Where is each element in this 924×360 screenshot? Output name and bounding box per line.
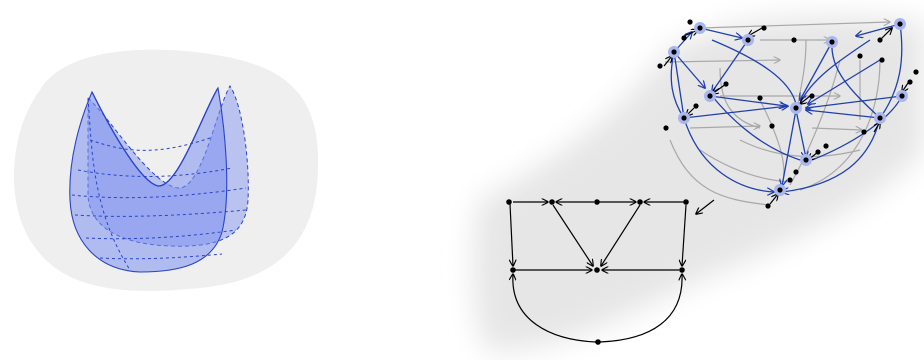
highlight-node — [742, 34, 754, 46]
lattice-node — [823, 143, 828, 148]
highlight-node — [694, 22, 706, 34]
lattice-node — [861, 129, 866, 134]
lattice-node — [657, 63, 662, 68]
lattice-node — [877, 37, 882, 42]
highlight-node — [668, 46, 680, 58]
lattice-node — [769, 123, 774, 128]
highlight-node — [800, 154, 812, 166]
highlight-node — [826, 36, 838, 48]
highlight-node — [874, 112, 886, 124]
lattice-node — [913, 69, 918, 74]
lattice-node — [723, 81, 728, 86]
lattice-node — [693, 103, 698, 108]
lattice-node — [879, 57, 884, 62]
highlight-node — [894, 18, 906, 30]
lattice-node — [761, 25, 766, 30]
lattice-node — [663, 125, 668, 130]
lattice-node — [791, 37, 796, 42]
highlight-node — [896, 90, 908, 102]
highlight-node — [774, 184, 786, 196]
graph-node — [594, 199, 600, 205]
highlight-node — [678, 112, 690, 124]
lattice-node — [681, 35, 686, 40]
lattice-node — [757, 95, 762, 100]
highlight-node — [704, 90, 716, 102]
lattice-node — [765, 203, 770, 208]
graph-node — [595, 339, 601, 345]
graph-node — [679, 267, 685, 273]
lattice-node — [815, 149, 820, 154]
lattice-node — [907, 79, 912, 84]
right-panel — [473, 16, 924, 352]
lattice-node — [787, 177, 792, 182]
graph-node — [510, 267, 516, 273]
lattice-node — [687, 19, 692, 24]
graph-node — [683, 199, 689, 205]
lattice-node — [809, 93, 814, 98]
shadow-region — [473, 16, 924, 352]
lattice-node — [793, 169, 798, 174]
lattice-node — [857, 53, 862, 58]
highlight-node — [790, 102, 802, 114]
graph-node — [506, 199, 512, 205]
graph-node — [594, 267, 600, 273]
left-panel — [14, 50, 318, 291]
graph-node — [637, 199, 643, 205]
graph-node — [549, 199, 555, 205]
